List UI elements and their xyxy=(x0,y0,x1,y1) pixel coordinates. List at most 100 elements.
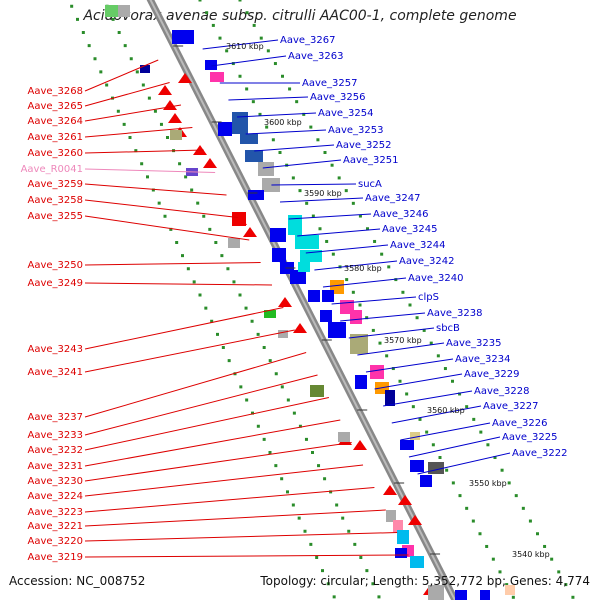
right-gene-label: Aave_3228 xyxy=(474,386,530,397)
right-gene-leader xyxy=(202,39,279,50)
label-leader-lines xyxy=(84,39,511,558)
left-gene-label: Aave_3220 xyxy=(28,536,84,547)
gene-arrow xyxy=(408,515,422,525)
gene-block xyxy=(393,520,403,532)
grid-dot xyxy=(401,290,405,294)
grid-dot xyxy=(365,569,369,573)
right-gene-leader xyxy=(365,358,454,373)
grid-dot xyxy=(271,138,275,142)
grid-dot xyxy=(337,176,341,180)
grid-dot xyxy=(479,430,483,434)
right-gene-label: Aave_3238 xyxy=(427,308,483,319)
right-gene-leader xyxy=(211,55,287,67)
grid-dot xyxy=(298,424,302,428)
grid-dot xyxy=(129,57,133,61)
grid-dot xyxy=(239,385,243,389)
grid-dot xyxy=(238,0,242,2)
grid-dot xyxy=(186,267,190,271)
grid-dot xyxy=(377,595,381,599)
left-gene-leader xyxy=(84,374,318,436)
left-gene-label: Aave_3268 xyxy=(28,86,84,97)
gene-block xyxy=(320,310,332,322)
grid-dot xyxy=(330,163,334,167)
grid-dot xyxy=(111,17,115,21)
grid-dot xyxy=(218,36,222,40)
grid-dot xyxy=(280,477,284,481)
grid-dot xyxy=(256,424,260,428)
gene-block xyxy=(410,460,424,472)
grid-dot xyxy=(274,372,278,376)
grid-dot xyxy=(163,214,167,218)
left-gene-label: Aave_3261 xyxy=(28,132,84,143)
grid-dot xyxy=(274,464,278,468)
grid-dot xyxy=(465,405,469,409)
left-gene-label: Aave_3250 xyxy=(28,260,84,271)
right-gene-label: sbcB xyxy=(436,323,460,334)
genome-title: Acidovorax avenae subsp. citrulli AAC00-… xyxy=(83,8,517,24)
grid-dot xyxy=(318,227,322,231)
gene-block xyxy=(350,310,362,324)
grid-dot xyxy=(192,280,196,284)
grid-dot xyxy=(210,319,214,323)
left-gene-leader xyxy=(84,554,409,558)
right-gene-label: Aave_3254 xyxy=(318,108,374,119)
grid-dot xyxy=(325,239,329,243)
grid-dot xyxy=(316,138,320,142)
grid-dot xyxy=(93,57,97,61)
grid-dot xyxy=(351,201,355,205)
grid-dot xyxy=(304,437,308,441)
grid-dot xyxy=(332,595,336,599)
grid-dot xyxy=(373,239,377,243)
grid-dot xyxy=(451,481,455,485)
grid-dot xyxy=(358,214,362,218)
grid-dot xyxy=(365,316,369,320)
right-gene-label: clpS xyxy=(418,292,439,303)
left-gene-label: Aave_3230 xyxy=(28,476,84,487)
grid-dot xyxy=(391,367,395,371)
right-gene-leader xyxy=(348,327,435,339)
grid-dot xyxy=(211,23,215,27)
left-gene-leader xyxy=(84,307,284,350)
gene-block xyxy=(428,585,444,600)
right-gene-leader xyxy=(305,244,389,254)
grid-dot xyxy=(178,162,182,166)
grid-dot xyxy=(309,125,313,129)
right-gene-leader xyxy=(408,436,501,458)
grid-dot xyxy=(122,122,126,126)
right-gene-leader xyxy=(279,197,364,203)
grid-dot xyxy=(471,519,475,523)
gene-block xyxy=(322,290,334,302)
gene-block xyxy=(172,30,194,44)
scale-tick-label: 3560 kbp xyxy=(427,406,465,415)
grid-dot xyxy=(117,31,121,34)
scale-tick-label: 3610 kbp xyxy=(226,42,264,51)
grid-dot xyxy=(227,359,231,363)
right-gene-leader xyxy=(340,312,426,322)
gene-features xyxy=(105,5,515,600)
grid-dot xyxy=(232,280,236,284)
grid-dot xyxy=(347,529,351,533)
gene-block xyxy=(505,585,515,595)
left-gene-label: Aave_3260 xyxy=(28,148,84,159)
grid-dot xyxy=(305,201,309,205)
left-gene-leader xyxy=(84,104,182,122)
left-gene-label: Aave_3264 xyxy=(28,116,84,127)
genome-backbone xyxy=(146,0,459,600)
left-gene-label: Aave_3241 xyxy=(28,367,84,378)
gene-block xyxy=(350,334,368,354)
left-gene-label: Aave_3232 xyxy=(28,445,84,456)
grid-dot xyxy=(205,11,209,15)
grid-dot xyxy=(87,44,91,48)
left-gene-label: Aave_R0041 xyxy=(21,164,83,175)
grid-dot xyxy=(387,265,391,269)
left-gene-label: Aave_3243 xyxy=(28,344,84,355)
grid-dot xyxy=(250,319,254,323)
grid-dot xyxy=(153,109,157,113)
right-gene-label: Aave_3242 xyxy=(399,256,455,267)
left-gene-leader xyxy=(84,282,273,286)
grid-dot xyxy=(326,582,330,586)
grid-dot xyxy=(105,83,109,87)
grid-dot xyxy=(335,503,339,507)
grid-dot xyxy=(521,506,525,510)
